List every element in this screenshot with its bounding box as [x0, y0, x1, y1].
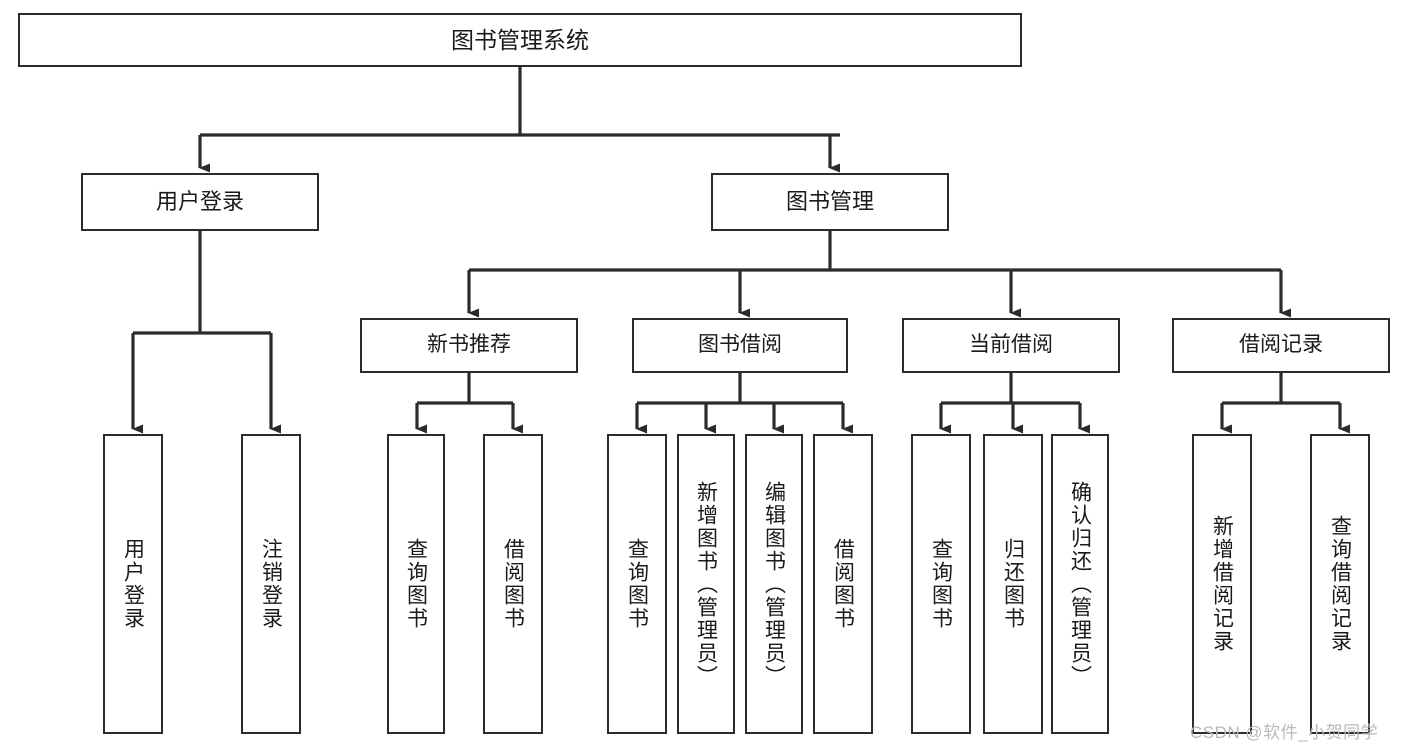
node-leaf-user-login[interactable]: 用户登录 [103, 434, 163, 734]
node-leaf-query-record-label: 查询借阅记录 [1328, 515, 1352, 653]
node-leaf-user-logout[interactable]: 注销登录 [241, 434, 301, 734]
node-leaf-confirm-return-label: 确认归还（管理员） [1068, 480, 1092, 688]
node-current-borrow[interactable]: 当前借阅 [902, 318, 1120, 373]
node-user-login[interactable]: 用户登录 [81, 173, 319, 231]
node-leaf-query-record[interactable]: 查询借阅记录 [1310, 434, 1370, 734]
node-leaf-edit-book[interactable]: 编辑图书（管理员） [745, 434, 803, 734]
node-book-borrow[interactable]: 图书借阅 [632, 318, 848, 373]
node-leaf-borrow-book-2[interactable]: 借阅图书 [813, 434, 873, 734]
node-leaf-query-book-1[interactable]: 查询图书 [387, 434, 445, 734]
node-borrow-record-label: 借阅记录 [1239, 333, 1323, 357]
node-book-manage[interactable]: 图书管理 [711, 173, 949, 231]
node-leaf-user-logout-label: 注销登录 [259, 538, 283, 630]
node-leaf-return-book[interactable]: 归还图书 [983, 434, 1043, 734]
node-new-book-recommend-label: 新书推荐 [427, 333, 511, 357]
node-leaf-return-book-label: 归还图书 [1001, 538, 1025, 630]
node-leaf-add-record[interactable]: 新增借阅记录 [1192, 434, 1252, 734]
node-leaf-borrow-book-2-label: 借阅图书 [831, 538, 855, 630]
node-root-label: 图书管理系统 [451, 26, 589, 53]
node-leaf-user-login-label: 用户登录 [121, 538, 145, 630]
node-leaf-confirm-return[interactable]: 确认归还（管理员） [1051, 434, 1109, 734]
node-book-borrow-label: 图书借阅 [698, 333, 782, 357]
node-leaf-query-book-2[interactable]: 查询图书 [607, 434, 667, 734]
node-leaf-borrow-book-1[interactable]: 借阅图书 [483, 434, 543, 734]
node-leaf-edit-book-label: 编辑图书（管理员） [762, 480, 786, 688]
node-leaf-add-record-label: 新增借阅记录 [1210, 515, 1234, 653]
node-leaf-query-book-2-label: 查询图书 [625, 538, 649, 630]
node-leaf-add-book[interactable]: 新增图书（管理员） [677, 434, 735, 734]
node-leaf-query-book-3-label: 查询图书 [929, 538, 953, 630]
node-root-system[interactable]: 图书管理系统 [18, 13, 1022, 67]
node-borrow-record[interactable]: 借阅记录 [1172, 318, 1390, 373]
node-leaf-query-book-1-label: 查询图书 [404, 538, 428, 630]
node-leaf-borrow-book-1-label: 借阅图书 [501, 538, 525, 630]
node-book-manage-label: 图书管理 [785, 189, 874, 215]
node-leaf-query-book-3[interactable]: 查询图书 [911, 434, 971, 734]
csdn-watermark: CSDN @软件_小贺同学 [1190, 723, 1379, 742]
node-leaf-add-book-label: 新增图书（管理员） [694, 480, 718, 688]
node-new-book-recommend[interactable]: 新书推荐 [360, 318, 578, 373]
node-user-login-label: 用户登录 [155, 189, 244, 215]
node-current-borrow-label: 当前借阅 [969, 333, 1053, 357]
